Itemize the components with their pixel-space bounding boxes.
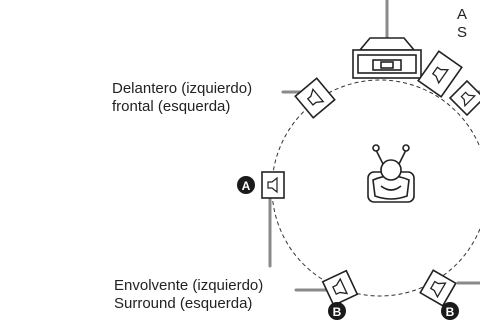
marker-a-text: A	[242, 179, 251, 193]
top-right-cut-label-line2: S	[457, 24, 468, 41]
surround-right-speaker-icon	[419, 269, 457, 307]
surround-left-speaker-icon	[321, 269, 359, 307]
marker-b-right-badge: B	[441, 302, 459, 320]
front-right-speaker-icon	[417, 50, 463, 98]
center-speaker-icon	[352, 37, 422, 79]
top-right-cut-label-line1: A	[457, 6, 468, 23]
listener-icon	[367, 144, 415, 203]
marker-a-badge: A	[237, 176, 255, 194]
side-left-speaker-icon	[261, 171, 285, 199]
front-left-label: Delantero (izquierdo) frontal (esquerda)	[112, 80, 252, 116]
front-left-speaker-icon	[294, 77, 336, 119]
marker-b-right-text: B	[446, 305, 455, 319]
surround-left-label: Envolvente (izquierdo) Surround (esquerd…	[114, 277, 263, 313]
top-right-cut-label: A S	[457, 6, 467, 42]
surround-left-label-line1: Envolvente (izquierdo)	[114, 277, 264, 294]
marker-b-left-text: B	[333, 305, 342, 319]
front-left-label-line2: frontal (esquerda)	[112, 98, 231, 115]
right-side-speaker-icon	[448, 79, 480, 117]
surround-left-label-line2: Surround (esquerda)	[114, 295, 253, 312]
front-left-label-line1: Delantero (izquierdo)	[112, 80, 253, 97]
marker-b-left-badge: B	[328, 302, 346, 320]
